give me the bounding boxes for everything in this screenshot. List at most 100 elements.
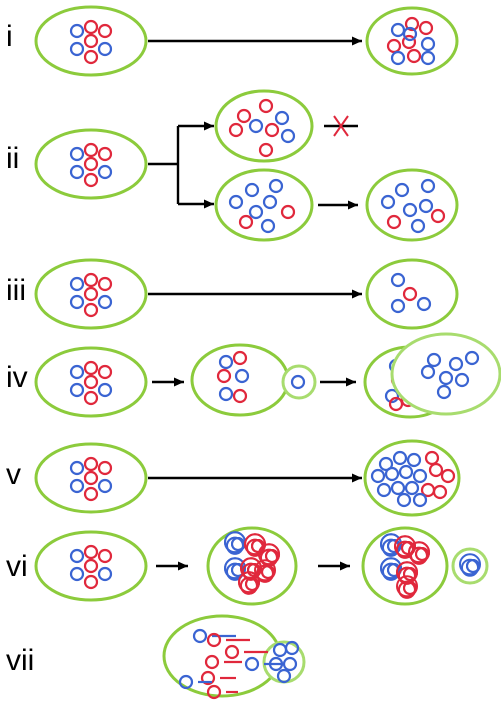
blue-plasmid-circle [398,464,414,480]
cell-upper-ii [214,89,314,163]
cell-aggregate-vi [206,526,298,606]
red-plasmid-circle [401,34,417,50]
blue-plasmid-circle [97,41,113,57]
red-plasmid-circle [428,462,444,478]
blue-plasmid-circle [392,450,408,466]
blue-plasmid-circle [69,548,85,564]
red-plasmid-circle [83,390,99,406]
daughter-cell-iv [390,332,501,416]
cell-budding-iv [190,343,290,417]
blue-plasmid-circle [370,468,386,484]
block-x-mark [333,115,349,137]
blue-plasmid-circle [390,480,406,496]
red-plasmid-circle [200,670,216,686]
blue-plasmid-cluster [380,557,403,580]
blue-plasmid-circle [420,364,436,380]
blue-plasmid-circle [412,468,428,484]
blue-plasmid-circle [268,178,284,194]
blue-plasmid-circle [454,372,470,388]
red-plasmid-cluster [239,576,258,595]
red-plasmid-circle [206,632,222,648]
cell-start-iii [34,258,148,330]
blue-plasmid-circle [97,478,113,494]
blue-plasmid-circle [69,164,85,180]
red-plasmid-circle [83,272,99,288]
cell-start-v [34,442,148,514]
blue-plasmid-circle [448,356,464,372]
blue-plasmid-circle [97,566,113,582]
cell-start-vi [34,530,148,602]
blue-plasmid-circle [228,194,244,210]
blue-plasmid-circle [384,466,400,482]
red-plasmid-circle [83,574,99,590]
red-plasmid-circle [97,276,113,292]
red-plasmid-circle [216,368,232,384]
panel-label-iii: iii [6,274,26,307]
arrow-head [204,121,214,131]
red-plasmid-circle [83,374,99,390]
blue-plasmid-circle [218,386,234,402]
red-plasmid-circle [264,122,280,138]
blue-plasmid-circle [376,482,392,498]
red-plasmid-circle [404,16,420,32]
blue-plasmid-circle [69,566,85,582]
red-plasmid-cluster [254,559,277,582]
blue-plasmid-circle [280,128,296,144]
cell-start-i [34,5,148,77]
red-plasmid-circle [224,644,240,660]
blue-plasmid-circle [97,294,113,310]
blue-plasmid-cluster [465,559,480,574]
red-plasmid-circle [83,456,99,472]
arrow-head [178,561,188,571]
blue-plasmid-circle [97,164,113,180]
red-plasmid-circle [280,204,296,220]
panel-label-i: i [6,20,13,53]
blue-plasmid-circle [464,350,480,366]
red-plasmid-circle [258,142,274,158]
blue-plasmid-cluster [224,557,247,580]
blue-plasmid-circle [69,23,85,39]
red-plasmid-circle [83,142,99,158]
blue-plasmid-circle [69,276,85,292]
blue-plasmid-circle [69,41,85,57]
bud-cell [281,364,317,400]
blue-plasmid-circle [410,218,426,234]
red-plasmid-circle [440,468,456,484]
red-plasmid-circle [83,558,99,574]
blue-plasmid-circle [69,460,85,476]
red-plasmid-circle [236,108,252,124]
arrow-head [340,561,350,571]
blue-plasmid-circle [390,272,406,288]
red-plasmid-circle [206,684,222,700]
red-plasmid-circle [83,286,99,302]
blue-plasmid-circle [248,204,264,220]
blue-plasmid-cluster [459,553,482,576]
red-plasmid-cluster [408,541,431,564]
blue-plasmid-circle [234,368,250,384]
blue-plasmid-circle [276,668,292,684]
blue-plasmid-circle [178,674,194,690]
blue-plasmid-circle [260,218,276,234]
red-plasmid-circle [418,20,434,36]
red-plasmid-cluster [396,575,419,598]
red-plasmid-circle [386,214,402,230]
blue-plasmid-circle [390,50,406,66]
blue-plasmid-circle [394,182,410,198]
blue-plasmid-circle [416,296,432,312]
blue-plasmid-circle [418,198,434,214]
red-plasmid-circle [83,19,99,35]
panel-label-v: v [6,458,21,491]
blue-plasmid-circle [284,640,300,656]
blue-plasmid-circle [378,456,394,472]
red-plasmid-cluster [246,563,261,578]
blue-plasmid-circle [244,182,260,198]
red-plasmid-circle [97,23,113,39]
red-plasmid-circle [97,548,113,564]
red-plasmid-circle [83,302,99,318]
panel-label-iv: iv [6,361,28,394]
blue-plasmid-circle [244,656,260,672]
blue-plasmid-circle [426,352,442,368]
red-plasmid-circle [83,486,99,502]
blue-plasmid-cluster [225,536,244,555]
red-plasmid-circle [386,38,402,54]
